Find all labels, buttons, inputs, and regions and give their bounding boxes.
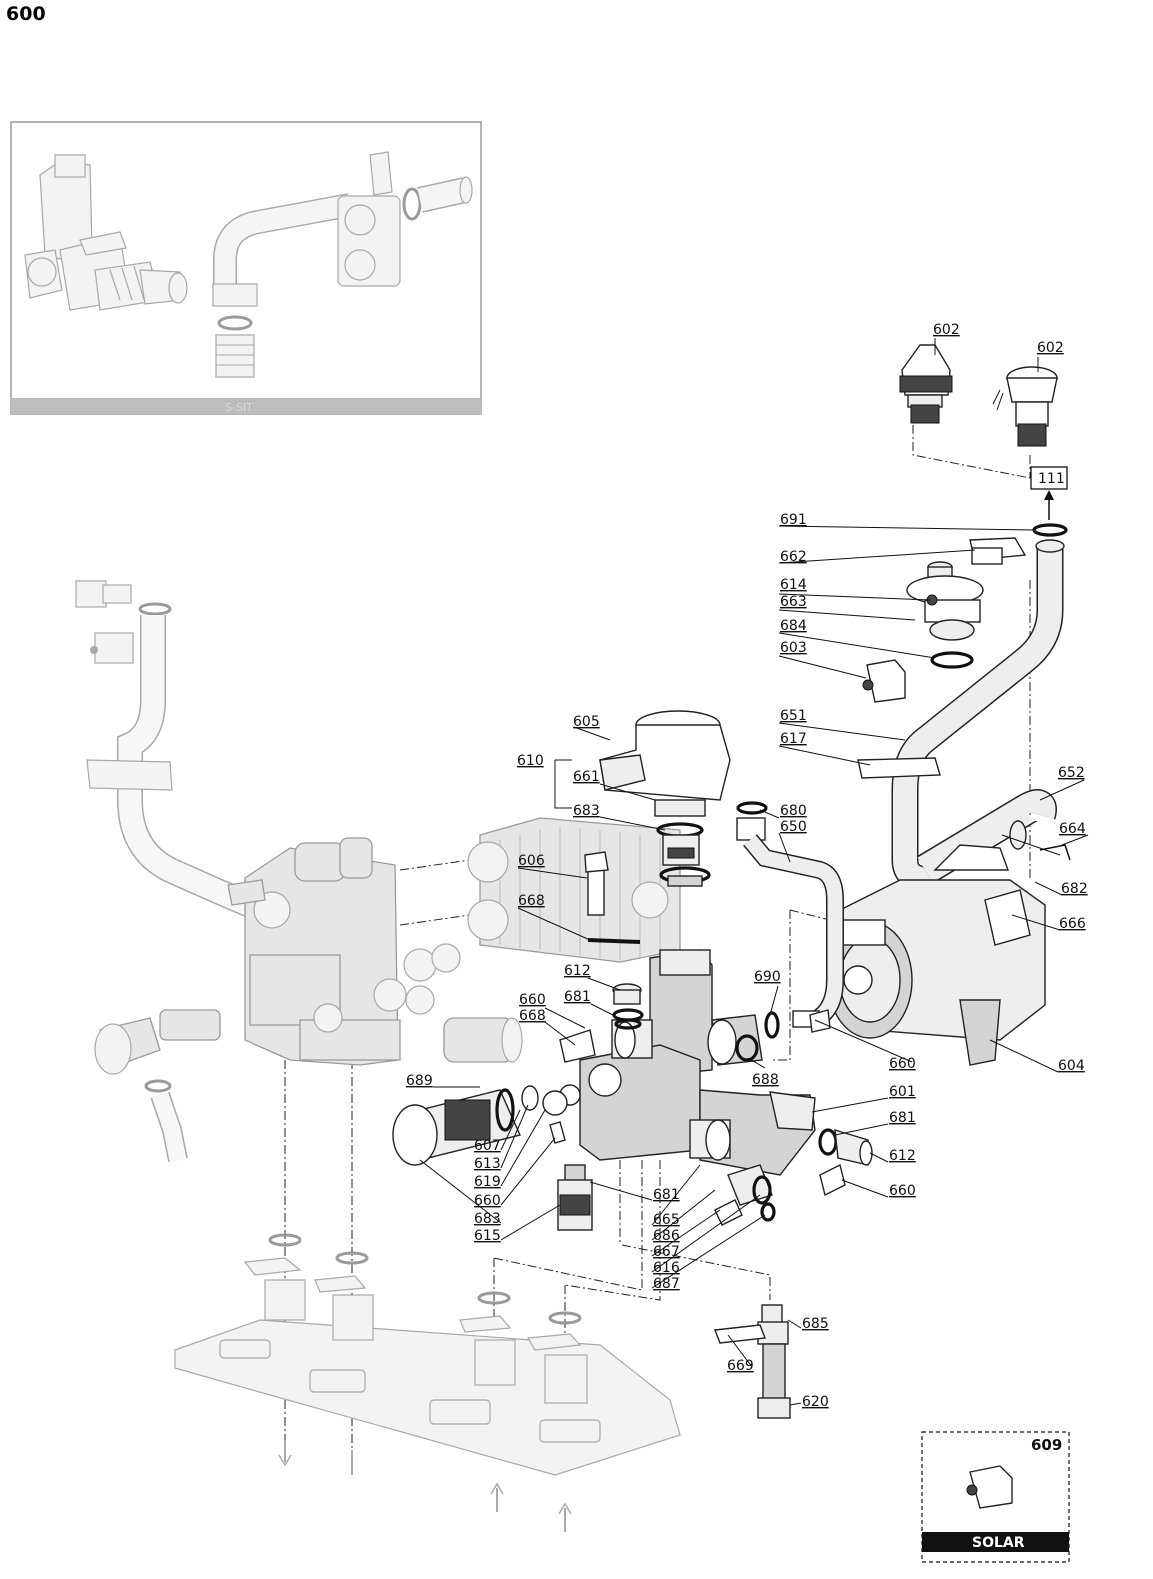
outlet-pipe-651 xyxy=(891,523,1068,894)
label-686: 686 xyxy=(653,1228,680,1244)
label-601: 601 xyxy=(889,1084,916,1100)
label-681: 681 xyxy=(564,989,591,1005)
label-665: 665 xyxy=(653,1212,680,1228)
sheet-number: 600 xyxy=(6,3,46,25)
label-661: 661 xyxy=(573,769,600,785)
sensor-603 xyxy=(862,659,906,703)
label-651: 651 xyxy=(780,708,807,724)
pin-668 xyxy=(587,938,641,944)
grey-background-assembly xyxy=(75,580,681,1532)
label-680: 680 xyxy=(780,803,807,819)
clip-660-right xyxy=(819,1163,846,1197)
label-619: 619 xyxy=(474,1174,501,1190)
label-683: 683 xyxy=(573,803,600,819)
label-690: 690 xyxy=(754,969,781,985)
label-605: 605 xyxy=(573,714,600,730)
label-663: 663 xyxy=(780,594,807,610)
label-612: 612 xyxy=(889,1148,916,1164)
label-662: 662 xyxy=(780,549,807,565)
label-669: 669 xyxy=(727,1358,754,1374)
cartridge-612-right xyxy=(818,1128,873,1166)
label-606: 606 xyxy=(518,853,545,869)
label-602: 602 xyxy=(933,322,960,338)
label-691: 691 xyxy=(780,512,807,528)
cartridge-615 xyxy=(557,1164,593,1231)
label-668: 668 xyxy=(519,1008,546,1024)
label-667: 667 xyxy=(653,1244,680,1260)
label-603: 603 xyxy=(780,640,807,656)
label-610: 610 xyxy=(517,753,544,769)
cartridge-612-top xyxy=(612,983,644,1030)
label-688: 688 xyxy=(752,1072,779,1088)
connector-616 xyxy=(714,1164,776,1226)
clip-617 xyxy=(857,757,941,779)
label-607: 607 xyxy=(474,1138,501,1154)
label-602: 602 xyxy=(1037,340,1064,356)
label-614: 614 xyxy=(780,577,807,593)
inset-variant-box: S-SIT xyxy=(10,121,482,415)
pump-604 xyxy=(827,834,1071,1066)
solar-caption: SOLAR xyxy=(972,1535,1025,1551)
solar-option-box: SOLAR 609 xyxy=(921,1431,1070,1563)
motor-valve-605 xyxy=(599,710,731,887)
label-617: 617 xyxy=(780,731,807,747)
filter-689 xyxy=(392,1085,539,1166)
solar-part-number: 609 xyxy=(1031,1436,1062,1454)
label-620: 620 xyxy=(802,1394,829,1410)
label-660: 660 xyxy=(889,1183,916,1199)
sensor-606 xyxy=(584,851,609,916)
sensors-602 xyxy=(899,344,1058,447)
inset-hydraulic-block xyxy=(24,154,188,311)
part-labels: 602 602 691 662 614 663 684 603 605 610 … xyxy=(406,322,1088,1410)
flow-sensor-614 xyxy=(906,561,984,669)
label-616: 616 xyxy=(653,1260,680,1276)
label-681: 681 xyxy=(889,1110,916,1126)
ring-688 xyxy=(735,1034,759,1062)
reference-box-111-label: 111 xyxy=(1038,471,1065,487)
label-664: 664 xyxy=(1059,821,1086,837)
label-682: 682 xyxy=(1061,881,1088,897)
label-681: 681 xyxy=(653,1187,680,1203)
label-604: 604 xyxy=(1058,1058,1085,1074)
label-666: 666 xyxy=(1059,916,1086,932)
reference-box-111 xyxy=(1030,466,1068,490)
label-684: 684 xyxy=(780,618,807,634)
valve-body-601 xyxy=(559,949,816,1176)
tap-620 xyxy=(714,1304,791,1419)
inset-manifold xyxy=(337,151,473,287)
label-660: 660 xyxy=(519,992,546,1008)
label-615: 615 xyxy=(474,1228,501,1244)
ring-690 xyxy=(764,1011,780,1039)
label-683: 683 xyxy=(474,1211,501,1227)
clip-662 xyxy=(969,537,1027,565)
label-660: 660 xyxy=(474,1193,501,1209)
valve-619 xyxy=(542,1090,568,1144)
pipe-650 xyxy=(736,801,844,1033)
label-613: 613 xyxy=(474,1156,501,1172)
inset-caption: S-SIT xyxy=(225,401,253,414)
label-685: 685 xyxy=(802,1316,829,1332)
label-687: 687 xyxy=(653,1276,680,1292)
label-612: 612 xyxy=(564,963,591,979)
label-689: 689 xyxy=(406,1073,433,1089)
inset-bent-pipe xyxy=(212,193,353,378)
label-660: 660 xyxy=(889,1056,916,1072)
leader-lines xyxy=(419,338,1089,1406)
label-668: 668 xyxy=(518,893,545,909)
label-650: 650 xyxy=(780,819,807,835)
label-652: 652 xyxy=(1058,765,1085,781)
